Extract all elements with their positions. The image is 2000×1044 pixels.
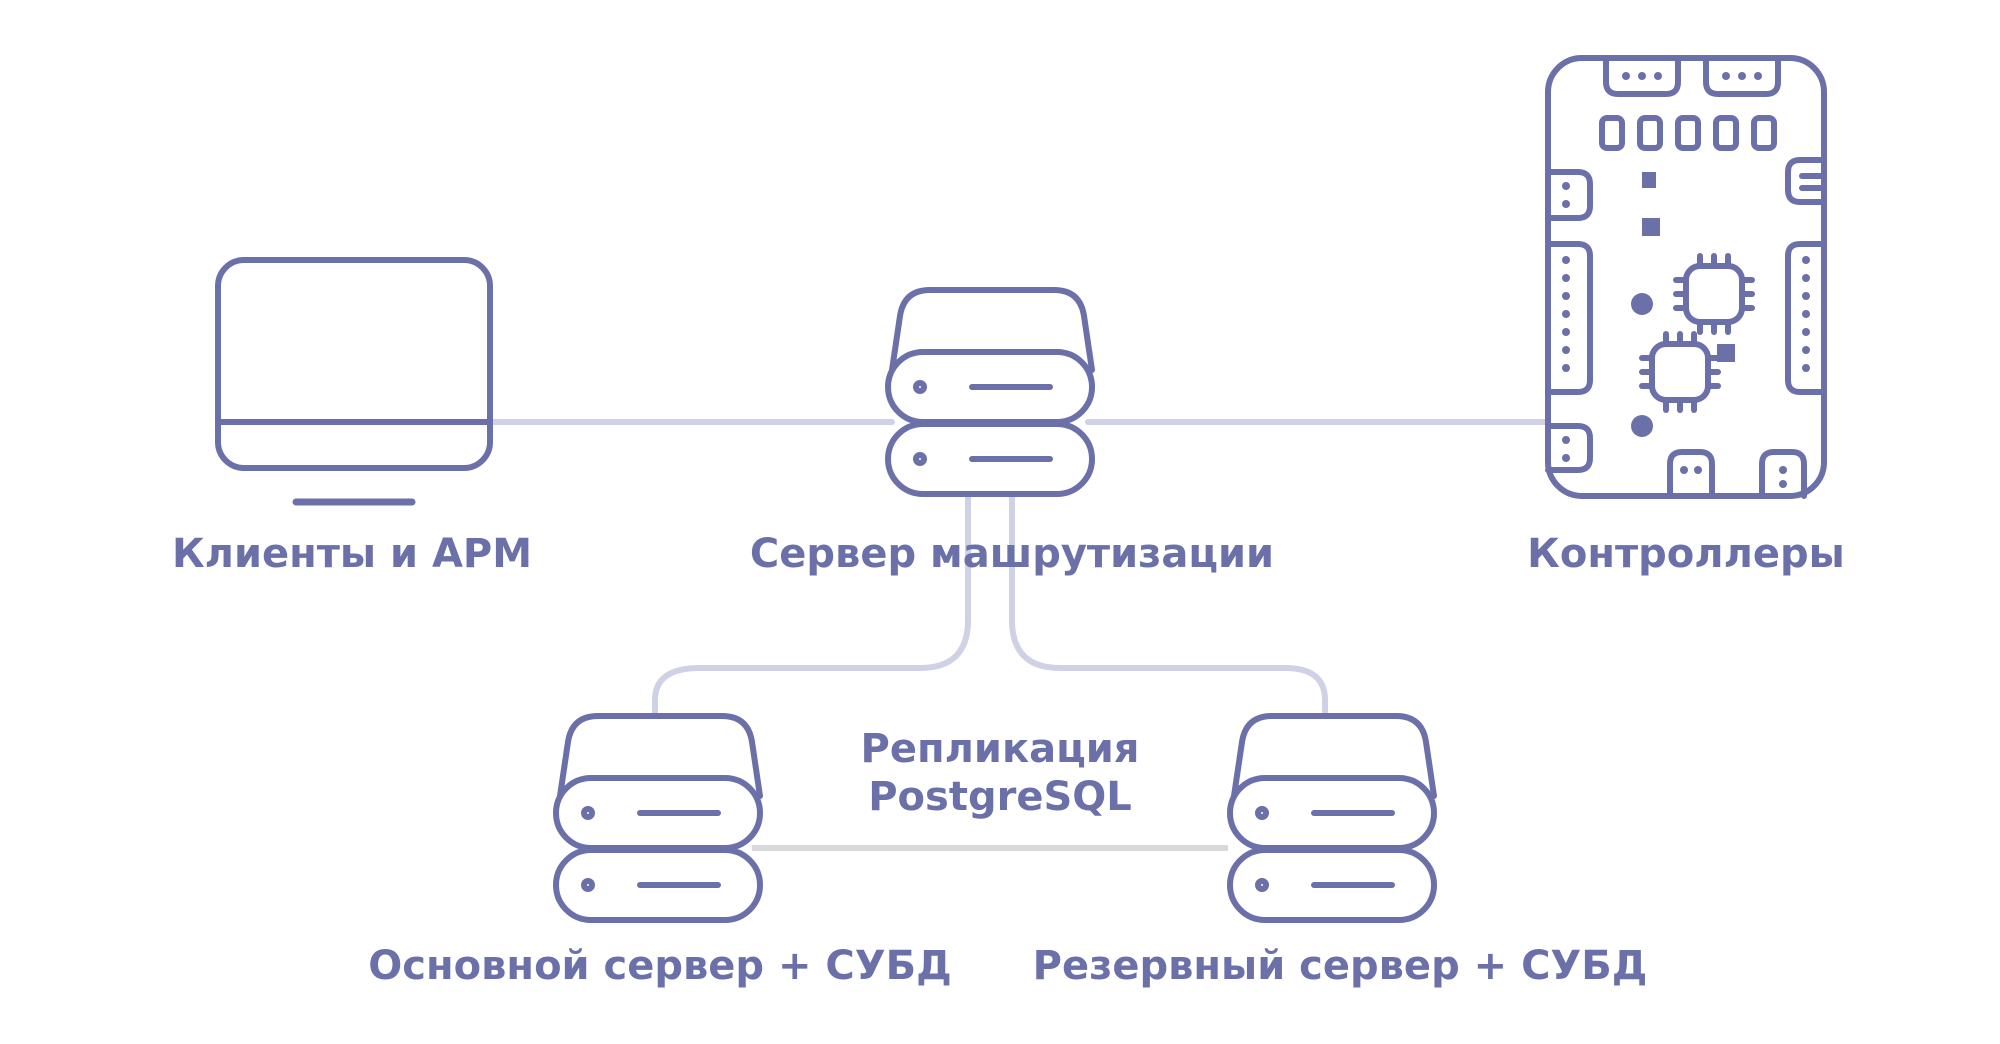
controllers-label: Контроллеры [1527,531,1845,577]
router-server-label: Сервер машрутизации [749,531,1275,577]
primary-server-label: Основной сервер + СУБД [368,943,952,989]
server-stack-icon [885,287,1095,497]
backup-server-label: Резервный сервер + СУБД [1032,943,1648,989]
replication-label: Репликация PostgreSQL [861,725,1140,821]
server-stack-icon [1227,713,1437,923]
server-stack-icon [553,713,763,923]
controller-board-icon [1545,55,1827,499]
replication-label-line2: PostgreSQL [868,774,1132,820]
connector-router-backup [1009,495,1328,715]
replication-label-line1: Репликация [860,726,1140,772]
clients-label: Клиенты и АРМ [171,531,533,577]
monitor-icon [215,257,493,506]
connector-router-primary [652,495,971,715]
